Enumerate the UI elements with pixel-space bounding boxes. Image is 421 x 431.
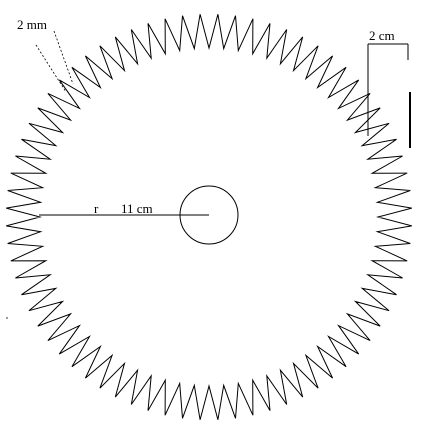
radius-value-label: 11 cm [121, 201, 153, 216]
scan-dot [6, 317, 8, 319]
tooth-height-label: 2 cm [369, 28, 395, 43]
radius-symbol-label: r [94, 201, 99, 216]
tooth-thickness-label: 2 mm [17, 17, 47, 32]
tooth-thickness-leader-2 [53, 30, 74, 85]
tooth-thickness-leader-1 [35, 44, 67, 93]
saw-teeth-outline [6, 14, 412, 420]
